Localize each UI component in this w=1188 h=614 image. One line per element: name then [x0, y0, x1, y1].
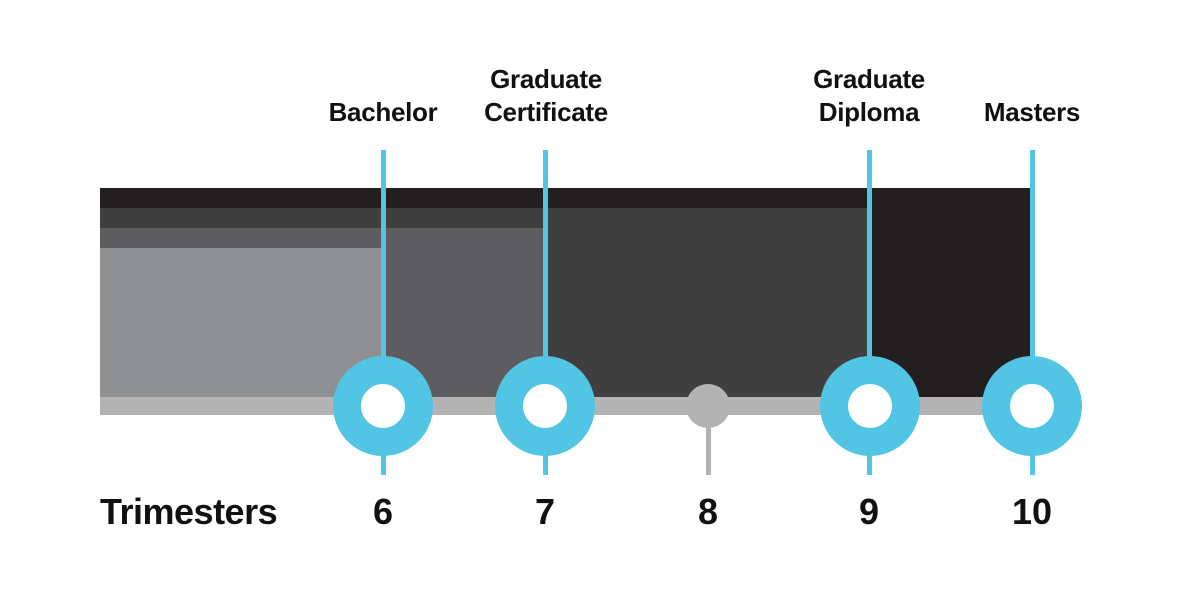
label-masters: Masters	[983, 97, 1081, 127]
label-line: Diploma	[818, 97, 920, 127]
bachelor-bar	[100, 248, 383, 397]
label-line: Certificate	[484, 97, 608, 127]
label-graduate-diploma: Graduate Diploma	[813, 63, 925, 129]
tick-6: 6	[372, 491, 394, 532]
trimester-8-dot-icon	[686, 384, 730, 428]
graduate-diploma-marker-line	[867, 150, 872, 475]
tick-10: 10	[1011, 491, 1053, 532]
axis-title: Trimesters	[100, 491, 278, 532]
graduate-certificate-ring-icon	[495, 356, 595, 456]
tick-9: 9	[858, 491, 880, 532]
bachelor-ring-icon	[333, 356, 433, 456]
graduate-certificate-marker-line	[543, 150, 548, 475]
graduate-diploma-ring-icon	[820, 356, 920, 456]
tick-7: 7	[534, 491, 556, 532]
tick-8: 8	[697, 491, 719, 532]
label-line: Graduate	[490, 64, 602, 94]
label-graduate-certificate: Graduate Certificate	[484, 63, 608, 129]
trimester-8-marker-line	[706, 410, 711, 475]
masters-ring-icon	[982, 356, 1082, 456]
bachelor-marker-line	[381, 150, 386, 475]
label-line: Graduate	[813, 64, 925, 94]
label-bachelor: Bachelor	[328, 97, 438, 127]
masters-marker-line	[1030, 150, 1035, 475]
